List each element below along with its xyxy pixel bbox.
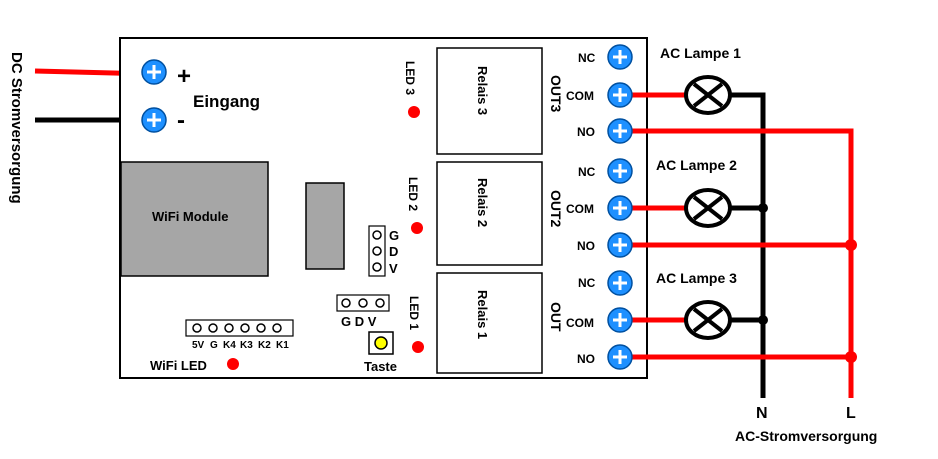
- out3-nc-terminal-icon: [606, 43, 634, 71]
- live-junction-2: [845, 239, 857, 251]
- out1-label: OUT: [548, 302, 564, 332]
- lamp-1-label: AC Lampe 1: [660, 45, 741, 61]
- out3-nc-label: NC: [578, 51, 596, 65]
- out3-com-label: COM: [566, 89, 594, 103]
- led1-icon: [412, 341, 424, 353]
- out2-nc-terminal-icon: [606, 157, 634, 185]
- voltage-regulator: [305, 182, 345, 270]
- out1-no-terminal-icon: [606, 343, 634, 371]
- lamp-3-label: AC Lampe 3: [656, 270, 737, 286]
- input-plus-terminal-icon: [140, 58, 168, 86]
- relay-2-label: Relais 2: [475, 178, 490, 227]
- led3-icon: [408, 106, 420, 118]
- out3-label: OUT3: [548, 75, 564, 113]
- gdv-d-label: D: [389, 244, 398, 259]
- plus-label: +: [177, 63, 191, 90]
- out1-no-label: NO: [577, 352, 595, 366]
- wifi-led-icon: [227, 358, 239, 370]
- input-minus-terminal-icon: [140, 106, 168, 134]
- pin-k2-label: K2: [258, 340, 271, 351]
- pin-k3-label: K3: [240, 340, 253, 351]
- neutral-wire: [730, 92, 766, 398]
- out3-no-label: NO: [577, 125, 595, 139]
- lamp-2-label: AC Lampe 2: [656, 157, 737, 173]
- gdv-v-label: V: [389, 261, 398, 276]
- out1-nc-label: NC: [578, 276, 596, 290]
- out2-com-label: COM: [566, 202, 594, 216]
- lamp-2-icon: [684, 188, 732, 228]
- ac-supply-label: AC-Stromversorgung: [735, 428, 877, 444]
- taste-button-cap-icon: [374, 336, 388, 350]
- out2-com-terminal-icon: [606, 194, 634, 222]
- wifi-led-label: WiFi LED: [150, 358, 207, 373]
- live-wire: [620, 128, 854, 398]
- relay-2-box: [436, 161, 543, 266]
- input-label: Eingang: [193, 92, 260, 111]
- out3-no-terminal-icon: [606, 117, 634, 145]
- pin-k4-label: K4: [223, 340, 236, 351]
- pin-k1-label: K1: [276, 340, 289, 351]
- out1-nc-terminal-icon: [606, 269, 634, 297]
- neutral-junction-2: [758, 203, 768, 213]
- out2-nc-label: NC: [578, 165, 596, 179]
- wifi-module: [120, 161, 269, 277]
- out3-com-terminal-icon: [606, 81, 634, 109]
- out2-label: OUT2: [548, 190, 564, 228]
- relay-1-label: Relais 1: [475, 290, 490, 339]
- out1-com-label: COM: [566, 316, 594, 330]
- led2-label: LED 2: [406, 177, 420, 211]
- pin-g-label: G: [210, 340, 218, 351]
- gdv-horizontal-label: G D V: [341, 314, 377, 329]
- lamp-1-icon: [684, 75, 732, 115]
- relay-3-box: [436, 47, 543, 155]
- neutral-junction-3: [758, 315, 768, 325]
- live-label: L: [846, 405, 856, 422]
- lamp-3-icon: [684, 300, 732, 340]
- dc-supply-label: DC Stromversorgung: [8, 52, 25, 204]
- led3-label: LED 3: [403, 61, 417, 95]
- out1-com-terminal-icon: [606, 306, 634, 334]
- out2-no-label: NO: [577, 239, 595, 253]
- relay-3-label: Relais 3: [475, 66, 490, 115]
- led2-icon: [411, 222, 423, 234]
- taste-label: Taste: [364, 359, 397, 374]
- live-junction-3: [845, 351, 857, 363]
- out2-no-terminal-icon: [606, 231, 634, 259]
- pin-5v-label: 5V: [192, 340, 205, 351]
- gdv-g-label: G: [389, 228, 399, 243]
- minus-label: -: [177, 107, 185, 134]
- led1-label: LED 1: [407, 296, 421, 330]
- wifi-module-label: WiFi Module: [152, 209, 228, 224]
- neutral-label: N: [756, 405, 768, 422]
- relay-1-box: [436, 272, 543, 374]
